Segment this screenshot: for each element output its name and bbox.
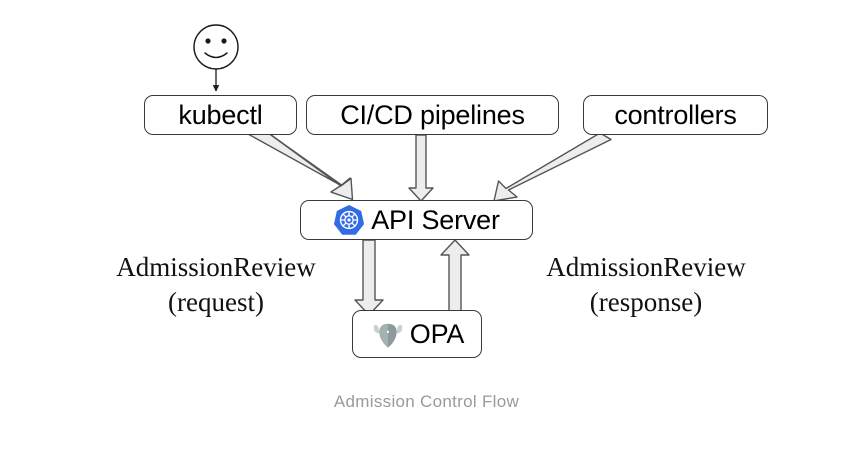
kubernetes-logo-icon xyxy=(334,204,365,235)
opa-logo-icon xyxy=(373,323,403,348)
node-controllers[interactable]: controllers xyxy=(583,95,768,135)
node-api-server-label: API Server xyxy=(371,204,500,235)
node-kubectl[interactable]: kubectl xyxy=(144,95,297,135)
annotation-response-line2: (response) xyxy=(589,286,703,317)
node-opa[interactable]: OPA xyxy=(352,310,482,358)
annotation-response-line1: AdmissionReview xyxy=(546,252,746,282)
node-kubectl-label: kubectl xyxy=(178,99,263,130)
edge-controllers-to-api-server xyxy=(493,132,612,202)
diagram-caption: Admission Control Flow xyxy=(333,392,520,411)
node-opa-label: OPA xyxy=(409,318,465,349)
edge-api-server-to-opa xyxy=(354,239,384,316)
node-controllers-label: controllers xyxy=(614,99,737,130)
user-smiley-face xyxy=(193,24,239,70)
annotation-request-line1: AdmissionReview xyxy=(116,252,316,282)
annotation-admission-review-request: AdmissionReview (request) xyxy=(66,250,366,319)
annotation-admission-review-response: AdmissionReview (response) xyxy=(496,250,796,319)
node-cicd-pipelines[interactable]: CI/CD pipelines xyxy=(306,95,559,135)
edge-kubectl-to-api-server xyxy=(246,125,354,201)
node-api-server[interactable]: API Server xyxy=(300,200,533,240)
edge-cicd-to-api-server xyxy=(408,134,434,202)
node-cicd-pipelines-label: CI/CD pipelines xyxy=(340,99,525,130)
annotation-request-line2: (request) xyxy=(168,286,264,317)
edge-opa-to-api-server xyxy=(440,239,470,314)
